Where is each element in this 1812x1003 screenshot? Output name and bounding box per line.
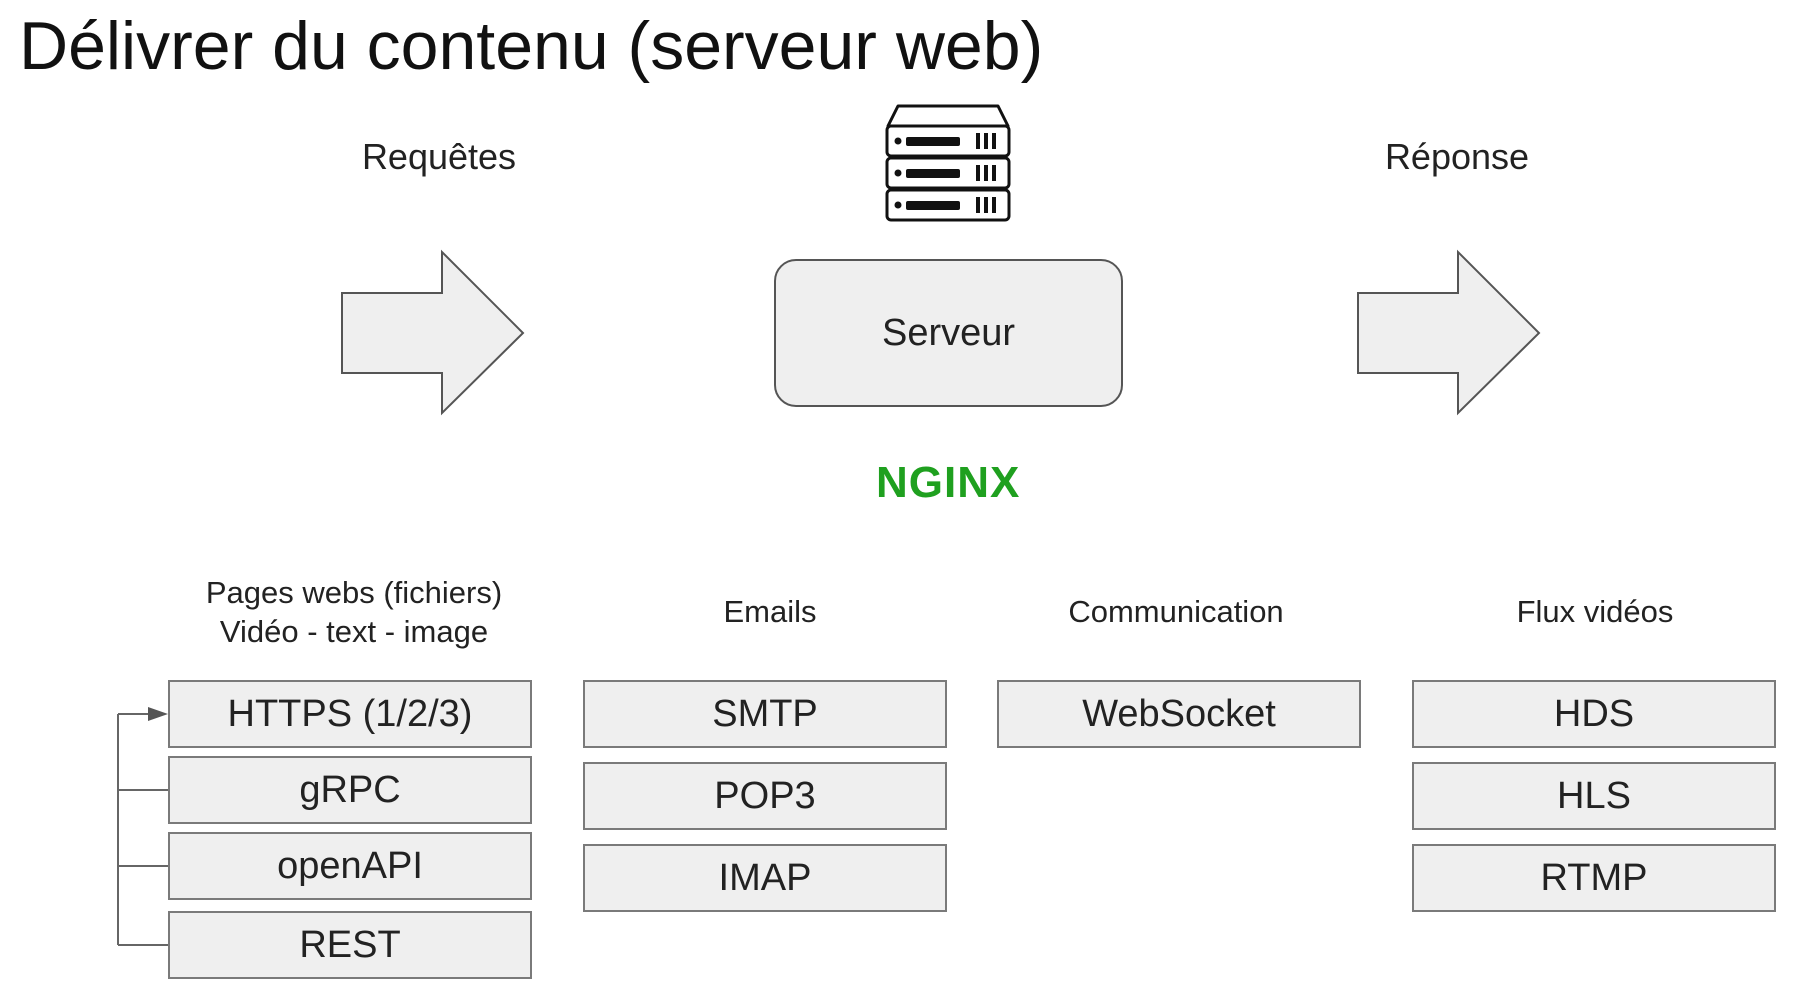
nginx-logo: NGINX xyxy=(876,458,1021,507)
server-box: Serveur xyxy=(774,259,1123,407)
page-title: Délivrer du contenu (serveur web) xyxy=(19,8,1044,84)
category-header-emails: Emails xyxy=(723,594,817,629)
protocol-box-rest: REST xyxy=(168,911,532,979)
requests-label: Requêtes xyxy=(361,136,517,177)
protocol-box-hds: HDS xyxy=(1412,680,1776,748)
category-header-communication: Communication xyxy=(1068,594,1284,629)
protocol-box-pop3: POP3 xyxy=(583,762,947,830)
protocol-box-grpc: gRPC xyxy=(168,756,532,824)
https-bracket-connector xyxy=(117,713,168,946)
requests-arrow-icon xyxy=(341,249,525,416)
protocol-box-websocket: WebSocket xyxy=(997,680,1361,748)
protocol-box-https: HTTPS (1/2/3) xyxy=(168,680,532,748)
category-header-line: Pages webs (fichiers) xyxy=(205,575,503,610)
bracket-arrowhead-icon xyxy=(148,707,168,721)
response-label: Réponse xyxy=(1384,136,1530,177)
protocol-box-hls: HLS xyxy=(1412,762,1776,830)
category-header-web: Pages webs (fichiers) Vidéo - text - ima… xyxy=(154,573,554,651)
protocol-box-imap: IMAP xyxy=(583,844,947,912)
protocol-box-smtp: SMTP xyxy=(583,680,947,748)
response-arrow-icon xyxy=(1357,249,1541,416)
protocol-box-rtmp: RTMP xyxy=(1412,844,1776,912)
category-header-line: Vidéo - text - image xyxy=(219,614,489,649)
protocol-box-openapi: openAPI xyxy=(168,832,532,900)
server-rack-icon xyxy=(885,104,1011,222)
category-header-video: Flux vidéos xyxy=(1516,594,1674,629)
